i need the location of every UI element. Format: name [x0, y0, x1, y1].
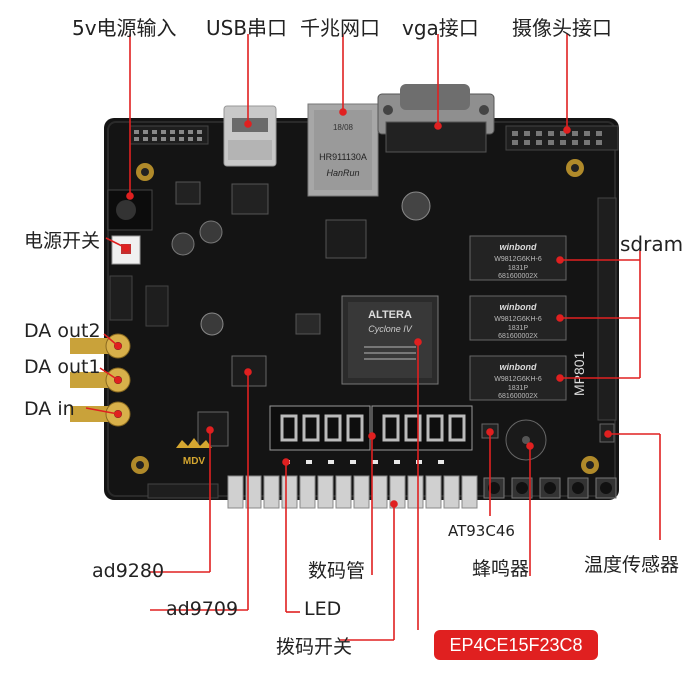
label-temp-sensor: 温度传感器: [584, 554, 680, 576]
leader-lines: [85, 34, 661, 641]
board-model: MP801: [571, 351, 587, 396]
svg-text:681600002X: 681600002X: [498, 273, 538, 280]
label-ad9709: ad9709: [166, 598, 239, 620]
label-power-switch: 电源开关: [24, 230, 101, 252]
svg-text:HanRun: HanRun: [326, 168, 359, 178]
camera-header: [505, 125, 619, 151]
svg-text:winbond: winbond: [500, 302, 537, 312]
svg-text:18/08: 18/08: [333, 123, 354, 132]
label-da-out1: DA out1: [24, 356, 101, 378]
seven-segment-display: [269, 405, 473, 451]
label-eeprom: AT93C46: [448, 522, 515, 540]
bottom-pin-header: [147, 483, 219, 499]
right-pin-header: [597, 197, 617, 421]
sdram-chip-1: winbond W9812G6KH-6 1831P 681600002X: [469, 235, 567, 281]
sdram-chip-3: winbond W9812G6KH-6 1831P 681600002X: [469, 355, 567, 401]
regulator-chip: [175, 181, 201, 205]
phy-chip: [325, 219, 367, 259]
svg-text:Cyclone IV: Cyclone IV: [368, 324, 413, 334]
label-fpga: EP4CE15F23C8: [434, 630, 598, 660]
svg-text:1831P: 1831P: [508, 325, 529, 332]
svg-text:MDV: MDV: [183, 456, 206, 467]
label-ad9280: ad9280: [92, 560, 165, 582]
svg-text:1831P: 1831P: [508, 265, 529, 272]
ethernet-connector: 18/08 HR911130A HanRun: [307, 103, 379, 197]
vga-connector: [377, 84, 495, 153]
svg-text:681600002X: 681600002X: [498, 393, 538, 400]
left-pin-headers: [109, 275, 169, 327]
capacitor: [200, 312, 224, 336]
oscillator: [295, 313, 321, 335]
label-da-out2: DA out2: [24, 320, 101, 342]
label-camera: 摄像头接口: [512, 16, 612, 40]
usb-uart-chip: [231, 183, 269, 215]
label-da-in: DA in: [24, 398, 75, 420]
svg-text:ALTERA: ALTERA: [368, 309, 412, 321]
svg-text:1831P: 1831P: [508, 385, 529, 392]
label-led: LED: [304, 598, 342, 620]
label-sdram: sdram: [620, 232, 684, 256]
svg-text:W9812G6KH-6: W9812G6KH-6: [494, 376, 542, 383]
label-power-input: 5v电源输入: [72, 16, 177, 40]
svg-text:681600002X: 681600002X: [498, 333, 538, 340]
label-usb: USB串口: [206, 16, 288, 40]
capacitor: [171, 232, 195, 256]
label-dip-switch: 拨码开关: [276, 636, 353, 658]
label-buzzer: 蜂鸣器: [472, 558, 530, 580]
buzzer: [505, 419, 547, 461]
label-ethernet: 千兆网口: [300, 16, 380, 40]
fpga-chip: ALTERA Cyclone IV: [341, 295, 439, 385]
label-seg-display: 数码管: [308, 560, 366, 582]
svg-text:W9812G6KH-6: W9812G6KH-6: [494, 256, 542, 263]
capacitor: [199, 220, 223, 244]
top-pin-header: [129, 125, 209, 145]
push-buttons: [483, 477, 617, 499]
label-vga: vga接口: [402, 16, 479, 40]
capacitor: [401, 191, 431, 221]
sdram-chip-2: winbond W9812G6KH-6 1831P 681600002X: [469, 295, 567, 341]
usb-connector: [223, 105, 277, 167]
svg-text:winbond: winbond: [500, 362, 537, 372]
svg-text:HR911130A: HR911130A: [319, 152, 367, 162]
dip-switches: [227, 475, 478, 509]
mdv-logo: MDV: [176, 438, 212, 467]
svg-text:winbond: winbond: [500, 242, 537, 252]
svg-text:W9812G6KH-6: W9812G6KH-6: [494, 316, 542, 323]
